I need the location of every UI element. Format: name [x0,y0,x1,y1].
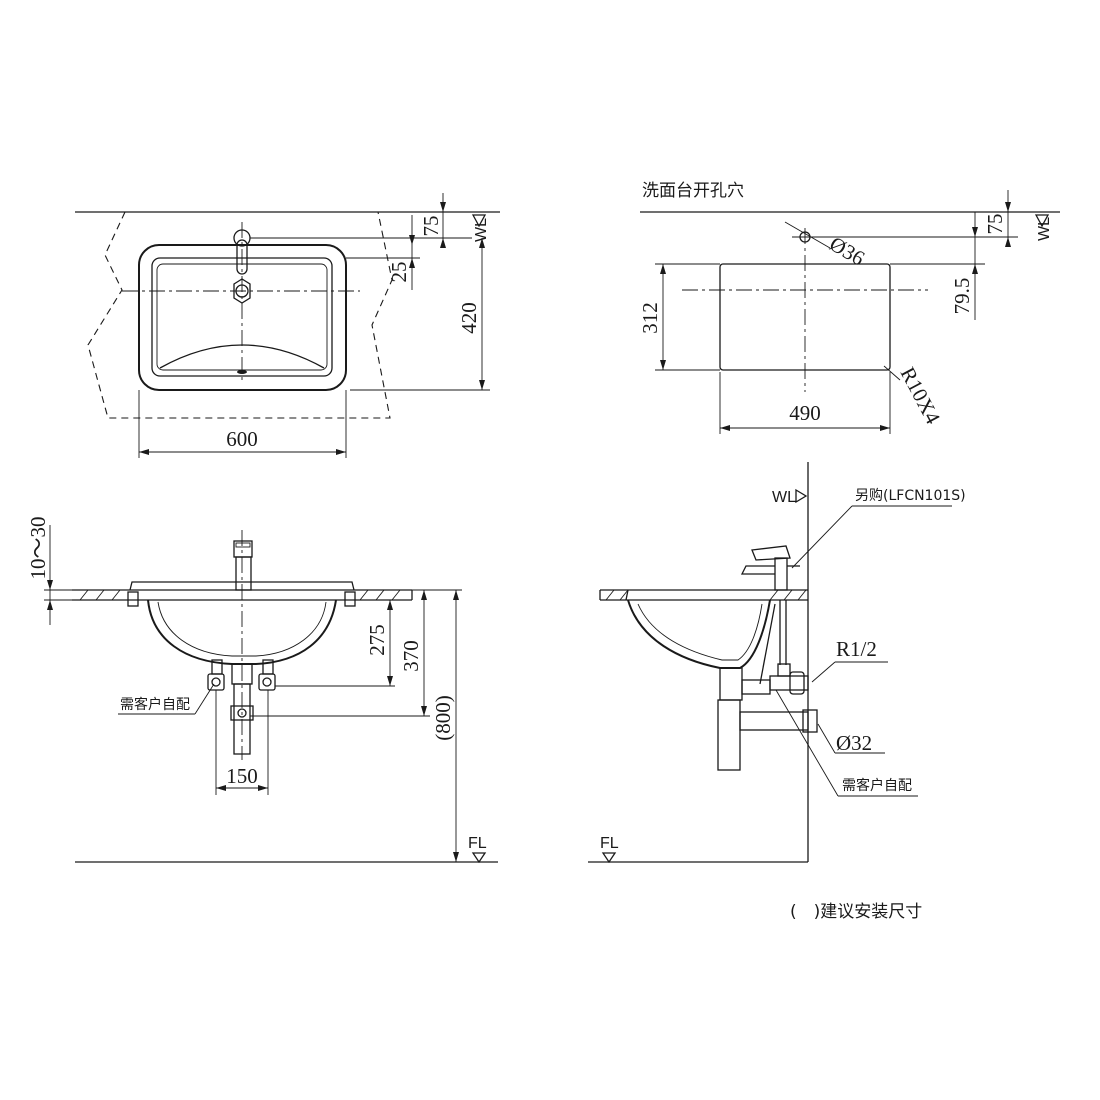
faucet-front-icon [233,540,253,591]
dim-32: Ø32 [836,731,872,755]
floor-level-marker-icon [471,852,487,864]
side-view: WL 另购(LFCN101S) R1/2 Ø32 需客户自配 FL [588,462,966,864]
dim-79-5: 79.5 [950,278,974,315]
dim-150: 150 [226,764,258,788]
angle-valve-left-icon [207,659,225,691]
dim-r12: R1/2 [836,637,877,661]
footnote: ( )建议安装尺寸 [790,902,922,922]
side-note-customer: 需客户自配 [842,777,912,794]
dim-75: 75 [419,216,443,237]
faucet-side-icon [740,545,800,591]
top-view: 600 420 75 25 WL [75,193,500,458]
faucet-top-icon [233,229,251,304]
dim-312: 312 [638,302,662,334]
wl-label: WL [473,218,490,242]
dim-370: 370 [399,640,423,672]
cutout-wl-label: WL [1036,217,1053,241]
water-level-marker-icon [470,211,488,228]
cutout-title: 洗面台开孔穴 [642,181,744,201]
side-floor-level-marker-icon [601,852,617,864]
angle-valve-right-icon [258,659,276,691]
faucet-note: 另购(LFCN101S) [855,488,966,504]
dim-counter: 10～30 [26,517,50,580]
dim-width: 600 [226,427,258,451]
side-fl-label: FL [600,835,619,852]
dim-25: 25 [387,262,411,283]
dim-radius: R10X4 [896,363,946,428]
cutout-view: 洗面台开孔穴 Ø36 312 490 75 [638,181,1060,434]
front-view: 150 275 370 (800) 10～30 需客户自配 FL [26,517,498,864]
cutout-water-level-marker-icon [1032,211,1052,228]
front-fl-label: FL [468,835,487,852]
dim-800: (800) [431,695,455,741]
side-wl-label: WL [772,489,796,506]
front-note-customer: 需客户自配 [120,696,190,713]
dim-490: 490 [789,401,821,425]
dim-275: 275 [365,624,389,656]
cutout-dim-75: 75 [983,214,1007,235]
side-water-level-marker-icon [795,488,808,504]
dim-depth: 420 [457,302,481,334]
